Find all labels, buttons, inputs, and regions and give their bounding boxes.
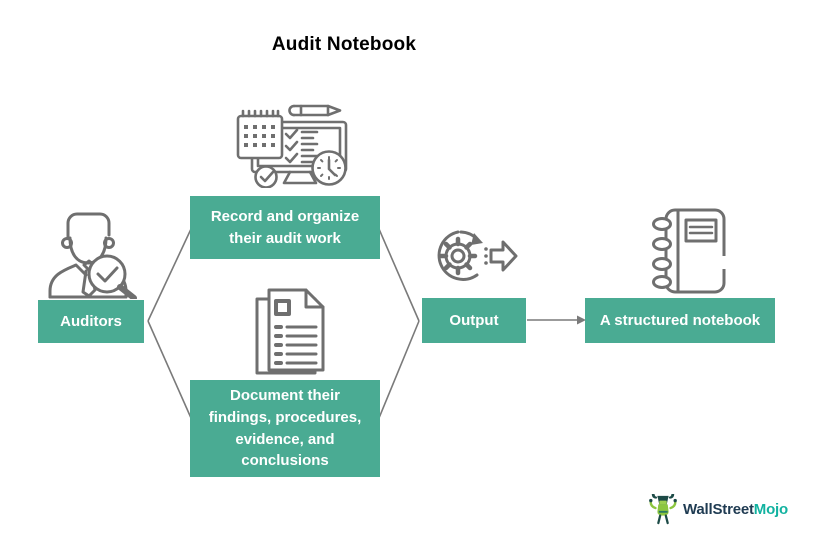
node-auditors-label: Auditors [60, 312, 122, 330]
node-record-label: Record and organize their audit work [210, 207, 360, 247]
node-output: Output [422, 298, 526, 343]
node-auditors: Auditors [38, 300, 144, 343]
planning-monitor-icon [236, 104, 348, 188]
wallstreetmojo-logo: WallStreetMojo [648, 492, 788, 526]
node-record-audit-work: Record and organize their audit work [190, 196, 380, 259]
logo-text: WallStreetMojo [683, 501, 788, 518]
node-document-findings: Document their findings, procedures, evi… [190, 380, 380, 477]
logo-text-accent: Mojo [753, 500, 788, 518]
auditor-icon [48, 212, 137, 299]
logo-text-primary: WallStreet [683, 500, 754, 518]
bull-mascot-icon [649, 494, 677, 525]
page-title: Audit Notebook [271, 34, 417, 55]
node-output-label: Output [449, 311, 499, 329]
node-result-label: A structured notebook [599, 311, 761, 329]
notebook-icon [652, 208, 729, 294]
node-document-label: Document their findings, procedures, evi… [208, 387, 362, 470]
node-structured-notebook: A structured notebook [585, 298, 775, 343]
documents-icon [255, 288, 325, 375]
process-gear-arrow-icon [437, 230, 518, 281]
